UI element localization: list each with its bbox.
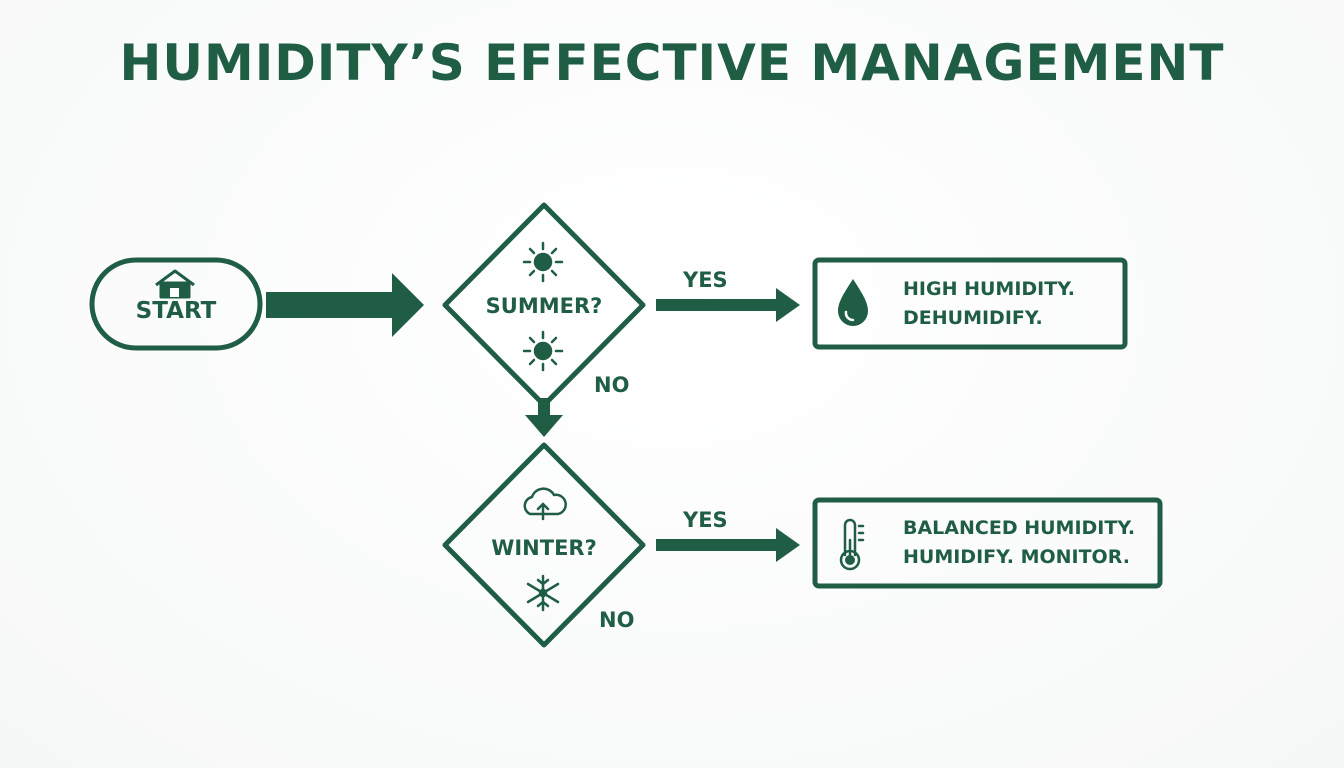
summer-no-label: NO (594, 373, 630, 397)
balanced-humidity-text: BALANCED HUMIDITY. HUMIDIFY. MONITOR. (903, 514, 1135, 572)
balanced-humidity-box (812, 497, 1163, 589)
sun-icon (522, 330, 564, 372)
winter-yes-label: YES (683, 508, 728, 532)
thermometer-icon (839, 518, 865, 571)
high-humidity-text: HIGH HUMIDITY. DEHUMIDIFY. (903, 275, 1075, 333)
diagram-title: HUMIDITY’S EFFECTIVE MANAGEMENT (119, 34, 1225, 92)
winter-question-label: WINTER? (491, 536, 597, 560)
arrow-summer-yes (656, 288, 800, 322)
arrow-start-to-summer (266, 273, 424, 337)
water-drop-icon (838, 279, 868, 326)
winter-decision-node (442, 442, 646, 648)
arrow-summer-no (525, 398, 563, 437)
winter-no-label: NO (599, 608, 635, 632)
high-humidity-line-2: DEHUMIDIFY. (903, 307, 1043, 329)
high-humidity-line-1: HIGH HUMIDITY. (903, 278, 1076, 300)
summer-question-label: SUMMER? (485, 294, 603, 318)
cloud-icon (523, 487, 567, 521)
balanced-humidity-line-2: HUMIDIFY. MONITOR. (903, 546, 1130, 568)
balanced-humidity-line-1: BALANCED HUMIDITY. (903, 517, 1136, 539)
summer-yes-label: YES (683, 268, 728, 292)
high-humidity-box (812, 257, 1128, 350)
start-label: START (135, 298, 217, 324)
arrow-winter-yes (656, 528, 800, 562)
house-icon (155, 269, 195, 299)
snowflake-icon (526, 574, 560, 612)
sun-icon (522, 241, 564, 283)
start-node (89, 257, 263, 351)
